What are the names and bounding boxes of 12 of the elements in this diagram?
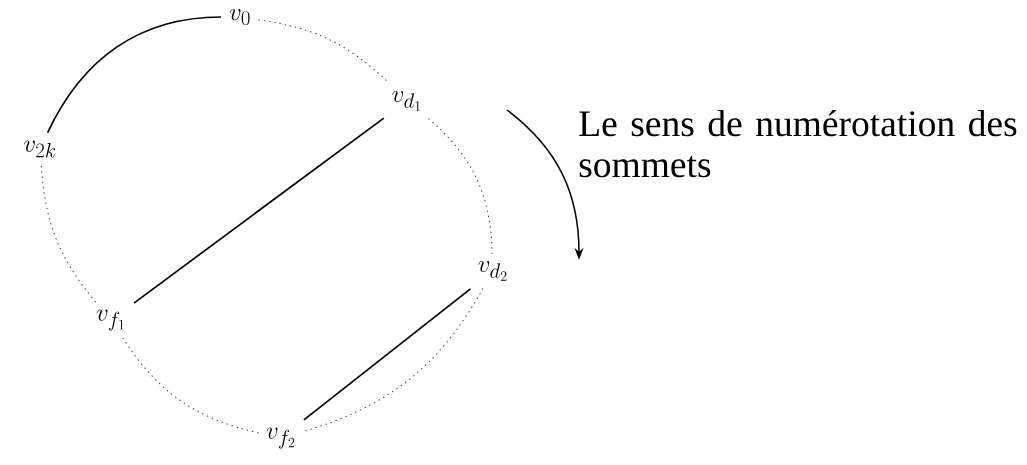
dotted-arc — [122, 337, 259, 434]
vertex-label: $v_{d_1}$ — [392, 90, 421, 111]
dotted-arc — [428, 118, 493, 254]
vertex-label: $v_{d_2}$ — [478, 260, 507, 281]
dotted-arc — [40, 164, 96, 303]
vertex-label: $v_{f_2}$ — [266, 427, 295, 449]
edge-line — [46, 16, 222, 134]
vertex-label: $v_{f_1}$ — [96, 309, 124, 331]
annotation-text: Le sens de numérotation des sommets — [579, 109, 1017, 178]
vertex-label: $v_{2k}$ — [24, 140, 56, 158]
edge-line — [133, 117, 385, 304]
vertex-label: $v_0$ — [229, 9, 250, 26]
